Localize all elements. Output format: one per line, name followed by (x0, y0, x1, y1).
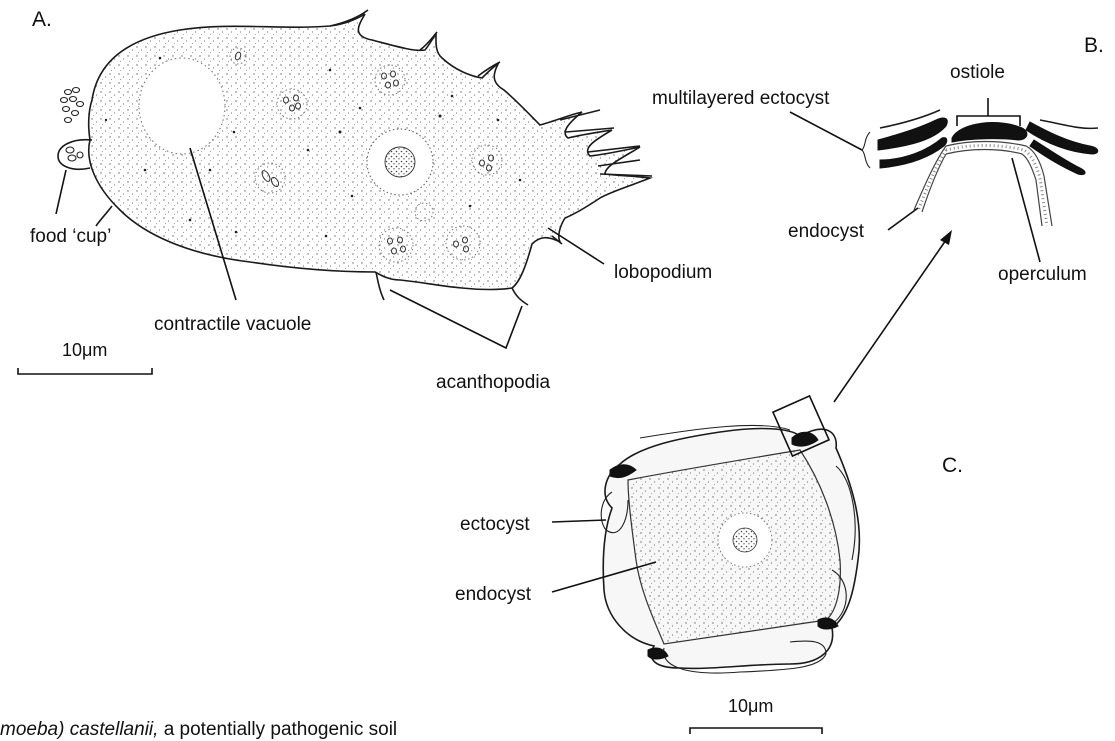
cyst-nucleolus (733, 528, 757, 552)
label-acanthopodia: acanthopodia (436, 372, 551, 393)
caption-rest: a potentially pathogenic soil (158, 719, 397, 740)
acanthopodium-spike (96, 206, 112, 226)
leader-multilayered-ectocyst (790, 112, 862, 150)
label-ectocyst-c: ectocyst (460, 514, 530, 535)
ectocyst-bracket (862, 132, 870, 168)
zoom-arrow (834, 230, 952, 402)
label-ostiole: ostiole (950, 62, 1005, 83)
operculum-shape (952, 123, 1027, 142)
food-cup (58, 88, 92, 170)
scale-bar-c: 10μm (690, 696, 822, 734)
contractile-vacuole (139, 58, 225, 154)
ectocyst-outer-line (1040, 120, 1098, 128)
label-endocyst-c: endocyst (455, 584, 532, 605)
acanthopodium-spike (512, 288, 528, 305)
label-food-cup: food ‘cup’ (30, 226, 111, 247)
label-lobopodium: lobopodium (614, 262, 712, 283)
panel-c-label: C. (942, 454, 963, 477)
panel-b-label: B. (1084, 34, 1104, 57)
scale-bar-c-label: 10μm (728, 696, 773, 716)
label-contractile-vacuole: contractile vacuole (154, 314, 311, 335)
leader-ectocyst-c (552, 520, 606, 522)
panel-b-ostiole-detail: B. multilayered ectocyst ostiole endocys… (652, 34, 1104, 285)
scale-bar-a-label: 10μm (62, 340, 107, 360)
label-operculum: operculum (998, 264, 1087, 285)
caption-italic: moeba) castellanii, (0, 719, 158, 740)
ostiole-bracket (957, 98, 1020, 126)
panel-a-trophozoite: A. (18, 8, 712, 393)
nucleolus (385, 147, 415, 177)
label-multilayered-ectocyst: multilayered ectocyst (652, 88, 830, 109)
endocyst-wall (918, 150, 946, 211)
leader-acanthopodia (390, 290, 522, 348)
leader-lobopodium (548, 228, 604, 264)
leader-endocyst-b (888, 208, 918, 230)
caption-text: moeba) castellanii, a potentially pathog… (0, 719, 397, 740)
scale-bar-a: 10μm (18, 340, 152, 374)
panel-c-cyst: C. ectocyst endocyst (455, 396, 963, 734)
leader-operculum (1012, 158, 1040, 262)
leader-food-cup (56, 170, 66, 214)
label-endocyst-b: endocyst (788, 221, 865, 242)
panel-a-label: A. (32, 8, 52, 31)
